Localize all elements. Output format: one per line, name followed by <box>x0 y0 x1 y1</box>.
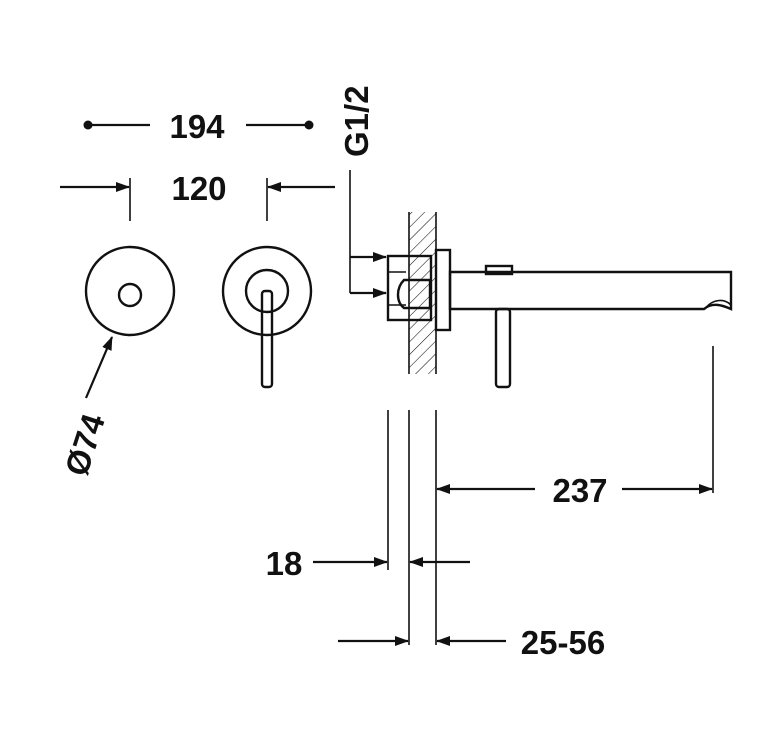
dim-diameter: Ø74 <box>57 336 114 480</box>
dim-center-distance-label: 120 <box>171 170 226 207</box>
dim-total-width: 194 <box>83 108 314 145</box>
dim-spout-length: 237 <box>436 472 713 509</box>
dim-thread-label: G1/2 <box>338 85 375 157</box>
dim-thread: G1/2 <box>338 85 387 298</box>
dim-plate-thickness-label: 18 <box>266 545 303 582</box>
dim-center-distance: 120 <box>60 170 335 221</box>
diverter-knob <box>117 282 143 308</box>
spout-side-view <box>386 248 733 389</box>
dim-diameter-label: Ø74 <box>57 409 112 480</box>
lever-handle <box>260 289 274 389</box>
dim-wall-range-label: 25-56 <box>521 624 605 661</box>
dim-dot-left <box>83 120 93 130</box>
left-rosette <box>84 245 176 337</box>
wall-section <box>408 212 437 374</box>
dim-wall-range: 25-56 <box>338 624 605 661</box>
extension-lines <box>387 346 714 645</box>
right-rosette <box>221 245 313 389</box>
side-lever-handle <box>494 307 512 389</box>
dim-total-width-label: 194 <box>169 108 225 145</box>
dim-plate-thickness: 18 <box>266 545 470 582</box>
dim-spout-length-label: 237 <box>552 472 607 509</box>
dim-dot-right <box>304 120 314 130</box>
